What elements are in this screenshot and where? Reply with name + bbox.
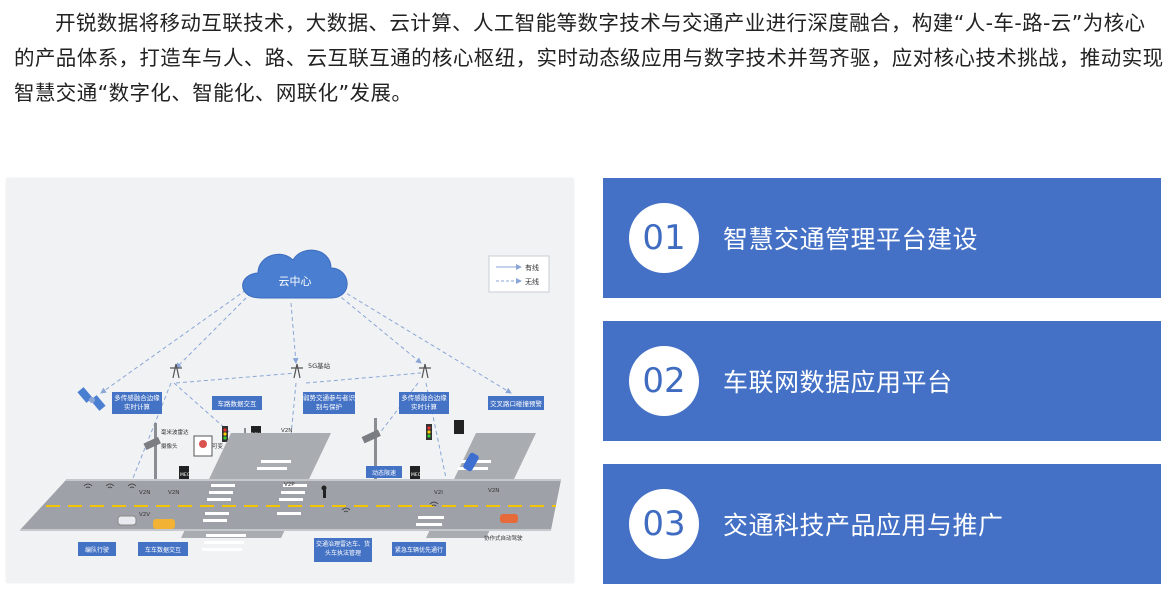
- box-emergency: [392, 542, 446, 556]
- tag-v2v: V2V: [139, 512, 150, 518]
- box-edge-left-text: 多传感融合边缘实时计算: [114, 394, 160, 411]
- card-2-label: 车联网数据应用平台: [723, 368, 953, 397]
- tag-v2n-3: V2N: [281, 428, 292, 434]
- cloud-center: 云中心: [242, 249, 348, 299]
- base-station-label: 5G基站: [308, 361, 331, 370]
- box-v2i-text: 车路数据交互: [218, 399, 258, 408]
- satellite-icon: [77, 387, 106, 411]
- roadside-equipment: [143, 418, 464, 493]
- box-edge-left: [112, 392, 162, 414]
- box-platoon-text: 编队行驶: [85, 546, 109, 554]
- base-station-icons: [170, 363, 431, 379]
- box-dynamic-text: 动态限速: [372, 469, 396, 477]
- tag-v2n-4: V2N: [488, 488, 499, 494]
- tag-v2i: V2I: [434, 490, 443, 496]
- box-v2i: [212, 396, 262, 410]
- box-platoon: [78, 542, 116, 556]
- card-2: 02 车联网数据应用平台: [603, 321, 1161, 441]
- box-v2v-text: 车车数据交互: [145, 546, 181, 554]
- vehicles: [117, 452, 518, 529]
- tag-v2n-1: V2N: [139, 490, 150, 496]
- tag-mec-left: MEC: [180, 472, 190, 478]
- card-3-label: 交通科技产品应用与推广: [723, 511, 1004, 540]
- legend-wired: 有线: [525, 263, 539, 272]
- wireless-signal-icons: [83, 483, 439, 513]
- box-emergency-text: 紧急车辆优先通行: [395, 546, 443, 554]
- tag-mec-right: MEC: [411, 472, 421, 478]
- card-1: 01 智慧交通管理平台建设: [603, 178, 1161, 298]
- box-edge-right: [399, 392, 449, 414]
- box-governance-text: 交通治理雷达车、货头车执法管理: [315, 541, 370, 557]
- coop-label: 协作式自动驾驶: [484, 534, 523, 542]
- box-intersection: [488, 396, 544, 410]
- box-governance: [314, 538, 372, 562]
- tag-sign: 可变: [212, 442, 224, 450]
- tag-v2p: V2P: [284, 482, 295, 488]
- box-intersection-text: 交叉路口碰撞预警: [490, 399, 543, 408]
- box-edge-right-text: 多传感融合边缘实时计算: [401, 394, 447, 411]
- intro-text: 开锐数据将移动互联技术，大数据、云计算、人工智能等数字技术与交通产业进行深度融合…: [14, 11, 1164, 105]
- card-3-number: 03: [629, 489, 699, 559]
- box-vru-text: 弱势交通参与者识别与保护: [303, 394, 355, 411]
- box-dynamic: [366, 466, 402, 478]
- legend-wireless: 无线: [525, 277, 539, 286]
- card-2-number: 02: [629, 346, 699, 416]
- cloud-label: 云中心: [279, 275, 312, 288]
- diagram-canvas: 云中心 有线 无线 5G基站 多传感融合边缘实时计算: [20, 249, 561, 562]
- tag-radar: 毫米波雷达: [161, 428, 189, 436]
- card-1-label: 智慧交通管理平台建设: [723, 225, 979, 254]
- vehicle-road-cloud-diagram: 云中心 有线 无线 5G基站 多传感融合边缘实时计算: [6, 178, 574, 583]
- intro-paragraph: 开锐数据将移动互联技术，大数据、云计算、人工智能等数字技术与交通产业进行深度融合…: [14, 6, 1166, 111]
- card-1-number: 01: [629, 203, 699, 273]
- box-v2v: [138, 542, 188, 556]
- card-3: 03 交通科技产品应用与推广: [603, 464, 1161, 584]
- tag-v2n-2: V2N: [168, 490, 179, 496]
- box-vru: [303, 392, 355, 414]
- tag-camera: 摄像头: [161, 442, 178, 450]
- legend: 有线 无线: [488, 255, 550, 293]
